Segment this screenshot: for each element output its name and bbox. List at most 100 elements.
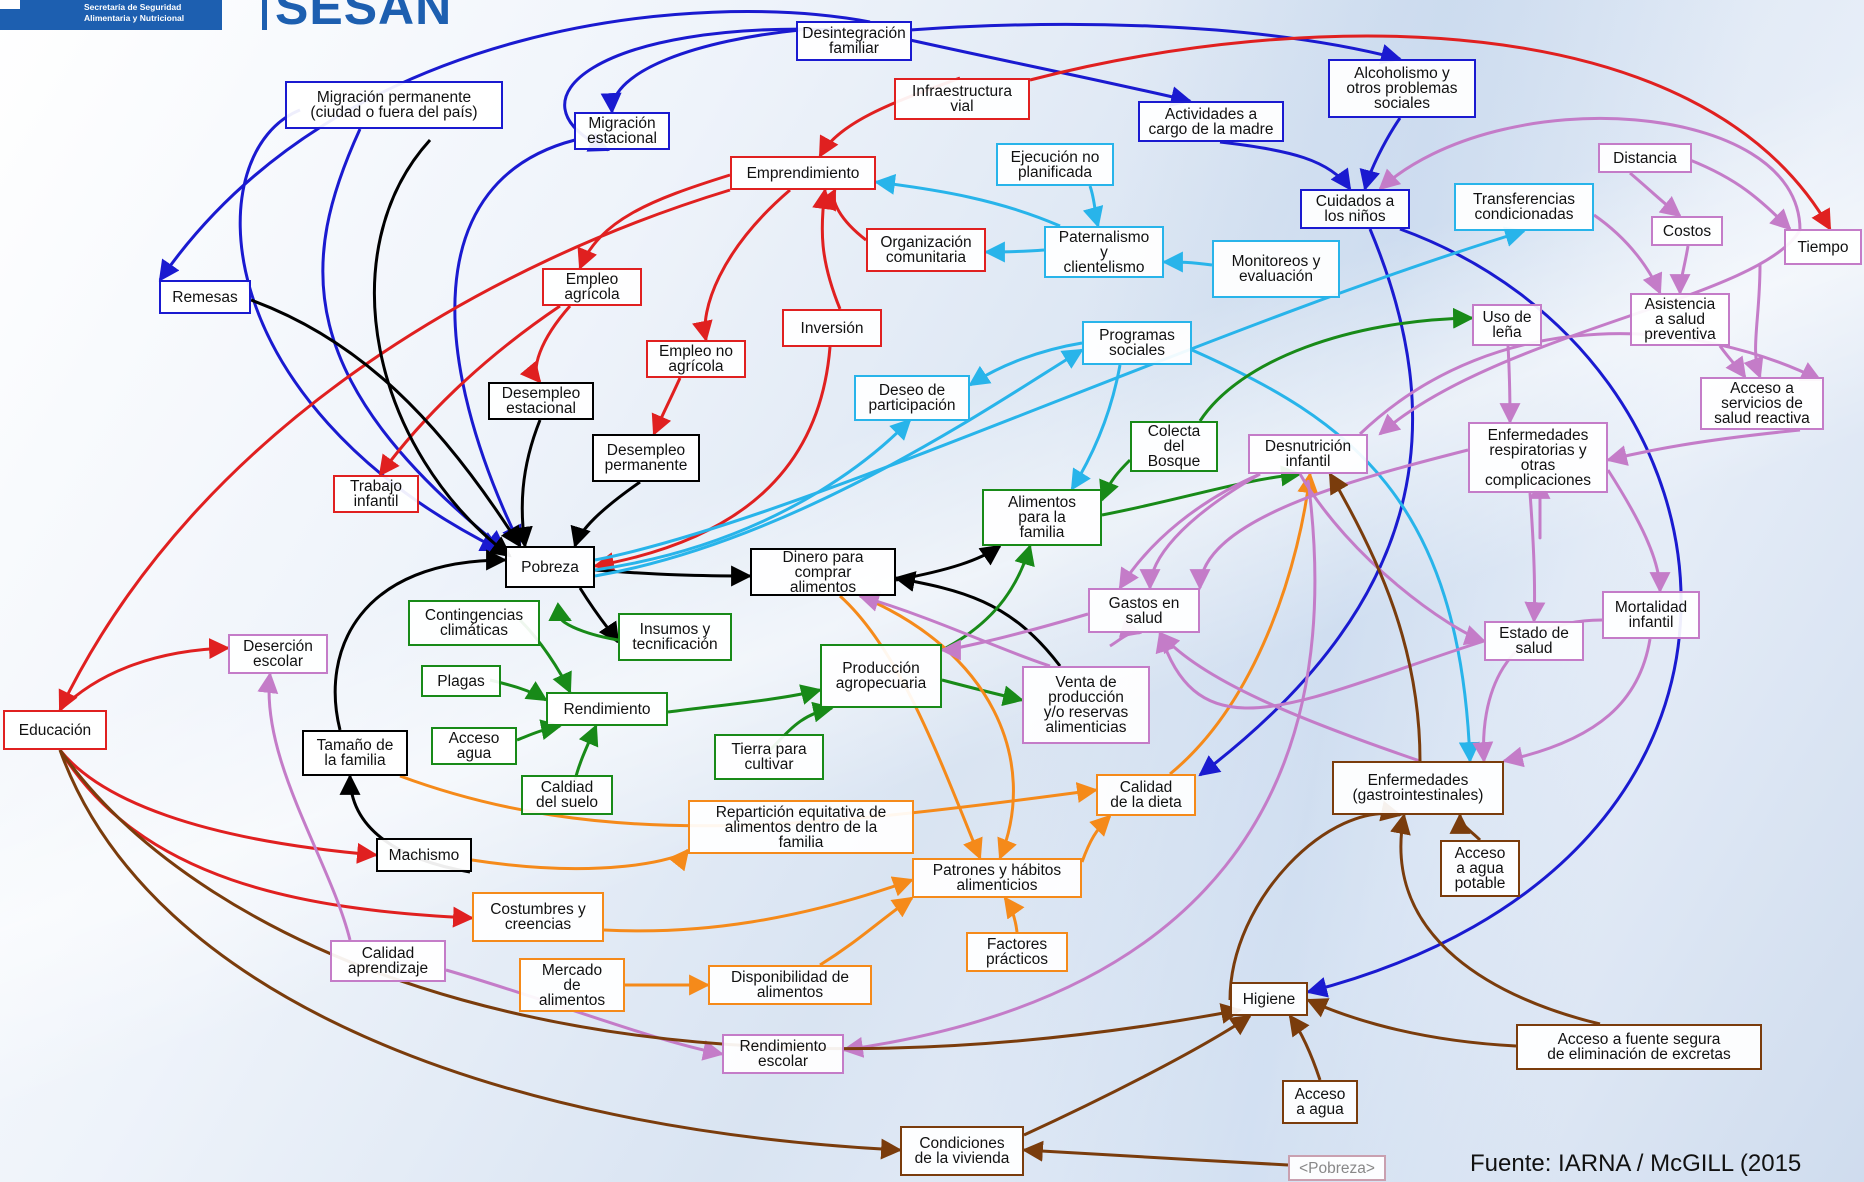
causal-link-purple — [939, 612, 1089, 661]
node-estado-salud: Estado de salud — [1484, 621, 1584, 661]
node-empleo-agricola: Empleo agrícola — [542, 268, 642, 306]
causal-link-blue — [1198, 228, 1415, 777]
node-contingencias-climaticas: Contingencias climáticas — [408, 600, 540, 646]
causal-link-red — [817, 188, 867, 242]
causal-link-purple — [257, 671, 352, 941]
causal-link-black — [512, 419, 542, 549]
causal-link-brown — [1449, 812, 1482, 842]
causal-link-orange — [471, 848, 690, 872]
causal-link-cyan — [1161, 251, 1213, 273]
causal-link-brown — [58, 749, 1243, 1051]
logo-org-line1: Secretaría de Seguridad — [84, 2, 182, 12]
causal-link-black — [570, 480, 641, 549]
causal-link-orange — [1080, 814, 1112, 863]
causal-link-brown — [1288, 1014, 1322, 1081]
node-trabajo-infantil: Trabajo infantil — [333, 475, 419, 513]
causal-link-purple — [1629, 171, 1682, 218]
causal-link-brown — [58, 749, 903, 1160]
causal-link-cyan — [1082, 185, 1104, 229]
causal-link-green — [516, 719, 563, 742]
node-tiempo: Tiempo — [1784, 229, 1862, 265]
node-deseo-participacion: Deseo de participación — [854, 375, 970, 421]
node-machismo: Machismo — [376, 838, 472, 872]
causal-link-blue — [158, 10, 871, 282]
causal-link-cyan — [873, 173, 1061, 228]
node-acceso-servicios-salud: Acceso a servicios de salud reactiva — [1700, 377, 1824, 430]
node-emprendimiento: Emprendimiento — [730, 156, 876, 190]
causal-link-brown — [1021, 1140, 1289, 1167]
causal-link-orange — [838, 594, 983, 860]
causal-link-blue — [600, 28, 801, 115]
node-monitoreos-evaluacion: Monitoreos y evaluación — [1212, 240, 1340, 298]
causal-link-purple — [857, 591, 1051, 668]
causal-link-red — [519, 305, 572, 384]
causal-link-purple — [841, 479, 1317, 1058]
node-pobreza-shadow: <Pobreza> — [1288, 1155, 1386, 1181]
node-calidad-aprendizaje: Calidad aprendizaje — [330, 940, 446, 982]
causal-link-orange — [603, 876, 914, 933]
causal-link-black — [578, 587, 620, 644]
causal-link-green — [1099, 458, 1132, 502]
causal-link-black — [373, 138, 512, 558]
node-costumbres-creencias: Costumbres y creencias — [472, 892, 604, 942]
node-infraestructura-vial: Infraestructura vial — [894, 78, 1030, 120]
node-tierra-cultivar: Tierra para cultivar — [714, 734, 824, 780]
causal-link-purple — [1605, 428, 1801, 466]
node-higiene: Higiene — [1230, 982, 1308, 1016]
causal-link-red — [1029, 34, 1832, 231]
causal-link-blue — [1219, 140, 1352, 191]
node-mercado-alimentos: Mercado de alimentos — [519, 958, 625, 1012]
node-dinero-comprar-alimentos: Dinero para comprar alimentos — [750, 548, 896, 596]
causal-link-purple — [1378, 116, 1802, 231]
causal-link-green — [1198, 307, 1475, 422]
causal-link-purple — [1499, 345, 1521, 425]
node-organizacion-comunitaria: Organización comunitaria — [866, 228, 986, 272]
node-rendimiento-escolar: Rendimiento escolar — [722, 1034, 844, 1074]
source-note: Fuente: IARNA / McGILL (2015 — [1470, 1150, 1802, 1177]
causal-link-orange — [1169, 471, 1319, 776]
node-produccion-agropecuaria: Producción agropecuaria — [820, 644, 942, 708]
node-tamano-familia: Tamaño de la familia — [302, 730, 408, 776]
causal-link-red — [577, 173, 731, 270]
causal-link-red — [692, 188, 791, 343]
node-patrones-habitos: Patrones y hábitos alimenticios — [912, 858, 1082, 898]
causal-link-cyan — [594, 226, 1527, 562]
causal-link-purple — [1501, 638, 1652, 768]
node-ejecucion-no-planificada: Ejecución no planificada — [996, 143, 1114, 186]
node-plagas: Plagas — [421, 665, 501, 697]
causal-link-green — [667, 684, 823, 714]
node-gastos-salud: Gastos en salud — [1088, 588, 1200, 633]
node-costos: Costos — [1651, 216, 1723, 246]
causal-link-red — [58, 749, 475, 928]
causal-link-red — [58, 188, 731, 712]
causal-link-cyan — [968, 341, 1083, 387]
node-desnutricion-infantil: Desnutrición infantil — [1248, 434, 1368, 474]
causal-link-black — [893, 571, 1062, 667]
node-calidad-suelo: Caldiad del suelo — [521, 775, 613, 815]
causal-link-purple — [1158, 631, 1421, 763]
causal-link-purple — [1298, 473, 1486, 646]
node-desempleo-permanente: Desempleo permanente — [592, 434, 700, 482]
node-empleo-no-agricola: Empleo no agrícola — [646, 340, 746, 378]
logo-banner: Secretaría de Seguridad Alimentaria y Nu… — [0, 0, 222, 30]
logo-org-line2: Alimentaria y Nutricional — [84, 13, 185, 23]
causal-link-red — [58, 638, 231, 712]
node-acceso-agua-potable: Acceso a agua potable — [1440, 840, 1520, 897]
causal-link-orange — [859, 594, 1017, 860]
causal-link-red — [651, 377, 682, 436]
causal-link-purple — [1606, 469, 1671, 594]
node-paternalismo: Paternalismo y clientelismo — [1044, 226, 1164, 278]
node-desempleo-estacional: Desempleo estacional — [488, 382, 594, 420]
logo-corner — [0, 0, 20, 9]
causal-link-purple — [1524, 492, 1546, 624]
causal-link-orange — [1003, 896, 1025, 933]
node-colecta-bosque: Colecta del Bosque — [1130, 421, 1218, 472]
causal-link-cyan — [594, 348, 1084, 578]
node-pobreza: Pobreza — [505, 546, 595, 588]
causal-link-green — [548, 602, 619, 642]
logo-org-name: Secretaría de Seguridad Alimentaria y Nu… — [84, 2, 184, 24]
node-factores-practicos: Factores prácticos — [966, 932, 1068, 972]
node-condiciones-vivienda: Condiciones de la vivienda — [900, 1126, 1024, 1176]
node-distancia: Distancia — [1598, 143, 1692, 173]
